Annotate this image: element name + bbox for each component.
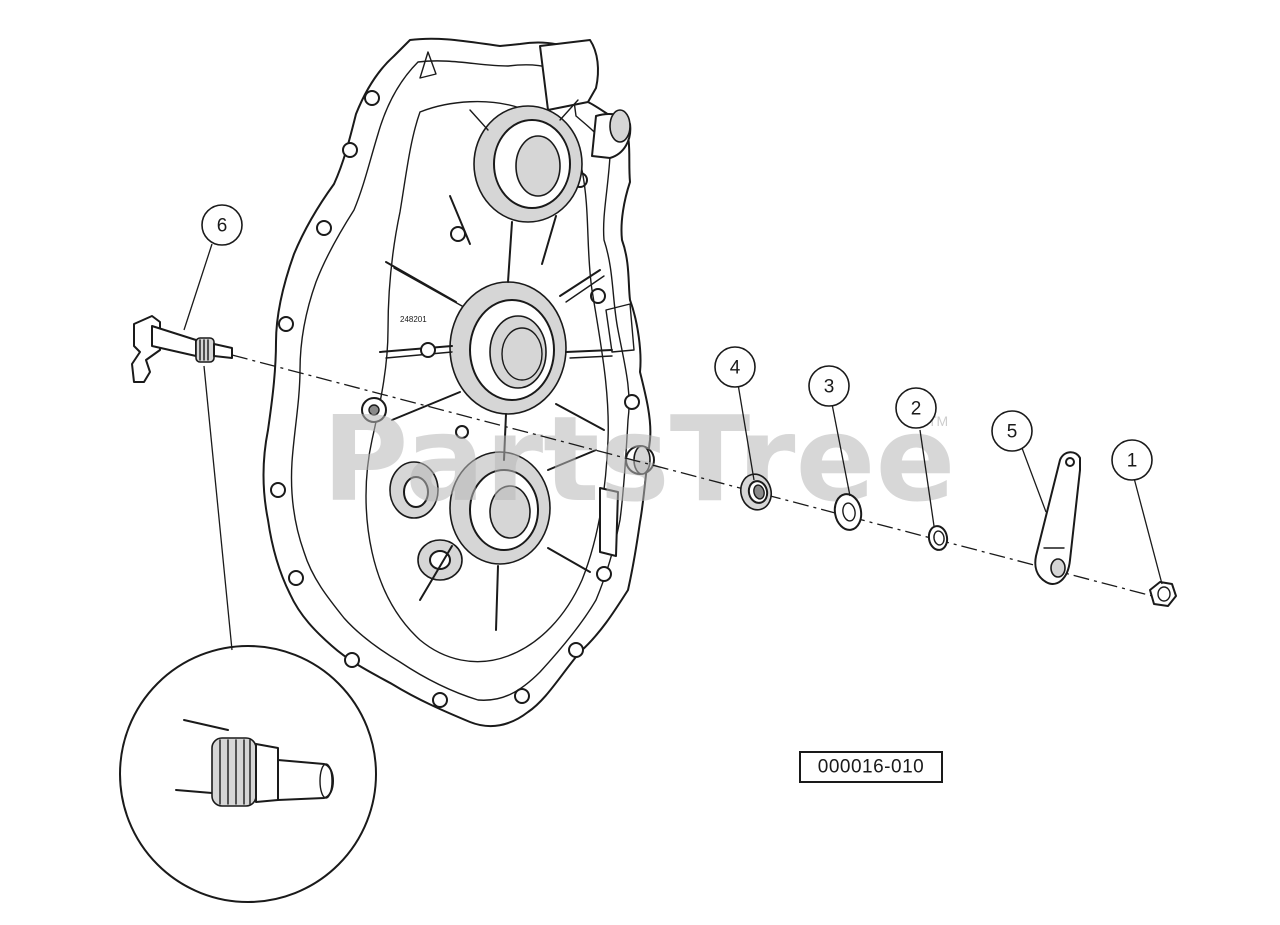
leader-lines bbox=[183, 243, 1163, 651]
shaft-centerline bbox=[231, 354, 1161, 599]
detail-view-shaft-splines bbox=[119, 645, 377, 903]
callout-1: 1 bbox=[1111, 439, 1153, 481]
part-6-shift-shaft bbox=[131, 315, 233, 383]
part-3-washer bbox=[833, 493, 863, 531]
part-4-oil-seal bbox=[739, 473, 773, 511]
callout-4: 4 bbox=[714, 346, 756, 388]
transmission-housing: 248201 bbox=[262, 37, 655, 728]
lower-bearing-bore bbox=[449, 451, 551, 565]
callout-6: 6 bbox=[201, 204, 243, 246]
callout-6-label: 6 bbox=[217, 216, 228, 237]
upper-bearing-bore bbox=[469, 99, 583, 223]
drawing-number-tag: 000016-010 bbox=[799, 751, 943, 783]
housing-ribs bbox=[379, 195, 613, 631]
callout-1-label: 1 bbox=[1127, 451, 1138, 472]
callout-4-label: 4 bbox=[730, 358, 741, 379]
callout-2: 2 bbox=[895, 387, 937, 429]
casting-mark: 248201 bbox=[400, 315, 427, 324]
callout-5: 5 bbox=[991, 410, 1033, 452]
part-1-nut bbox=[1149, 581, 1177, 607]
part-5-shift-lever bbox=[1034, 451, 1081, 585]
center-bearing-bore bbox=[449, 281, 567, 415]
drawing-number: 000016-010 bbox=[818, 757, 924, 778]
callout-3: 3 bbox=[808, 365, 850, 407]
flange-bolt-holes bbox=[270, 44, 640, 708]
callout-3-label: 3 bbox=[824, 377, 835, 398]
part-2-retaining-ring bbox=[927, 525, 949, 551]
callout-2-label: 2 bbox=[911, 399, 922, 420]
callout-5-label: 5 bbox=[1007, 422, 1018, 443]
